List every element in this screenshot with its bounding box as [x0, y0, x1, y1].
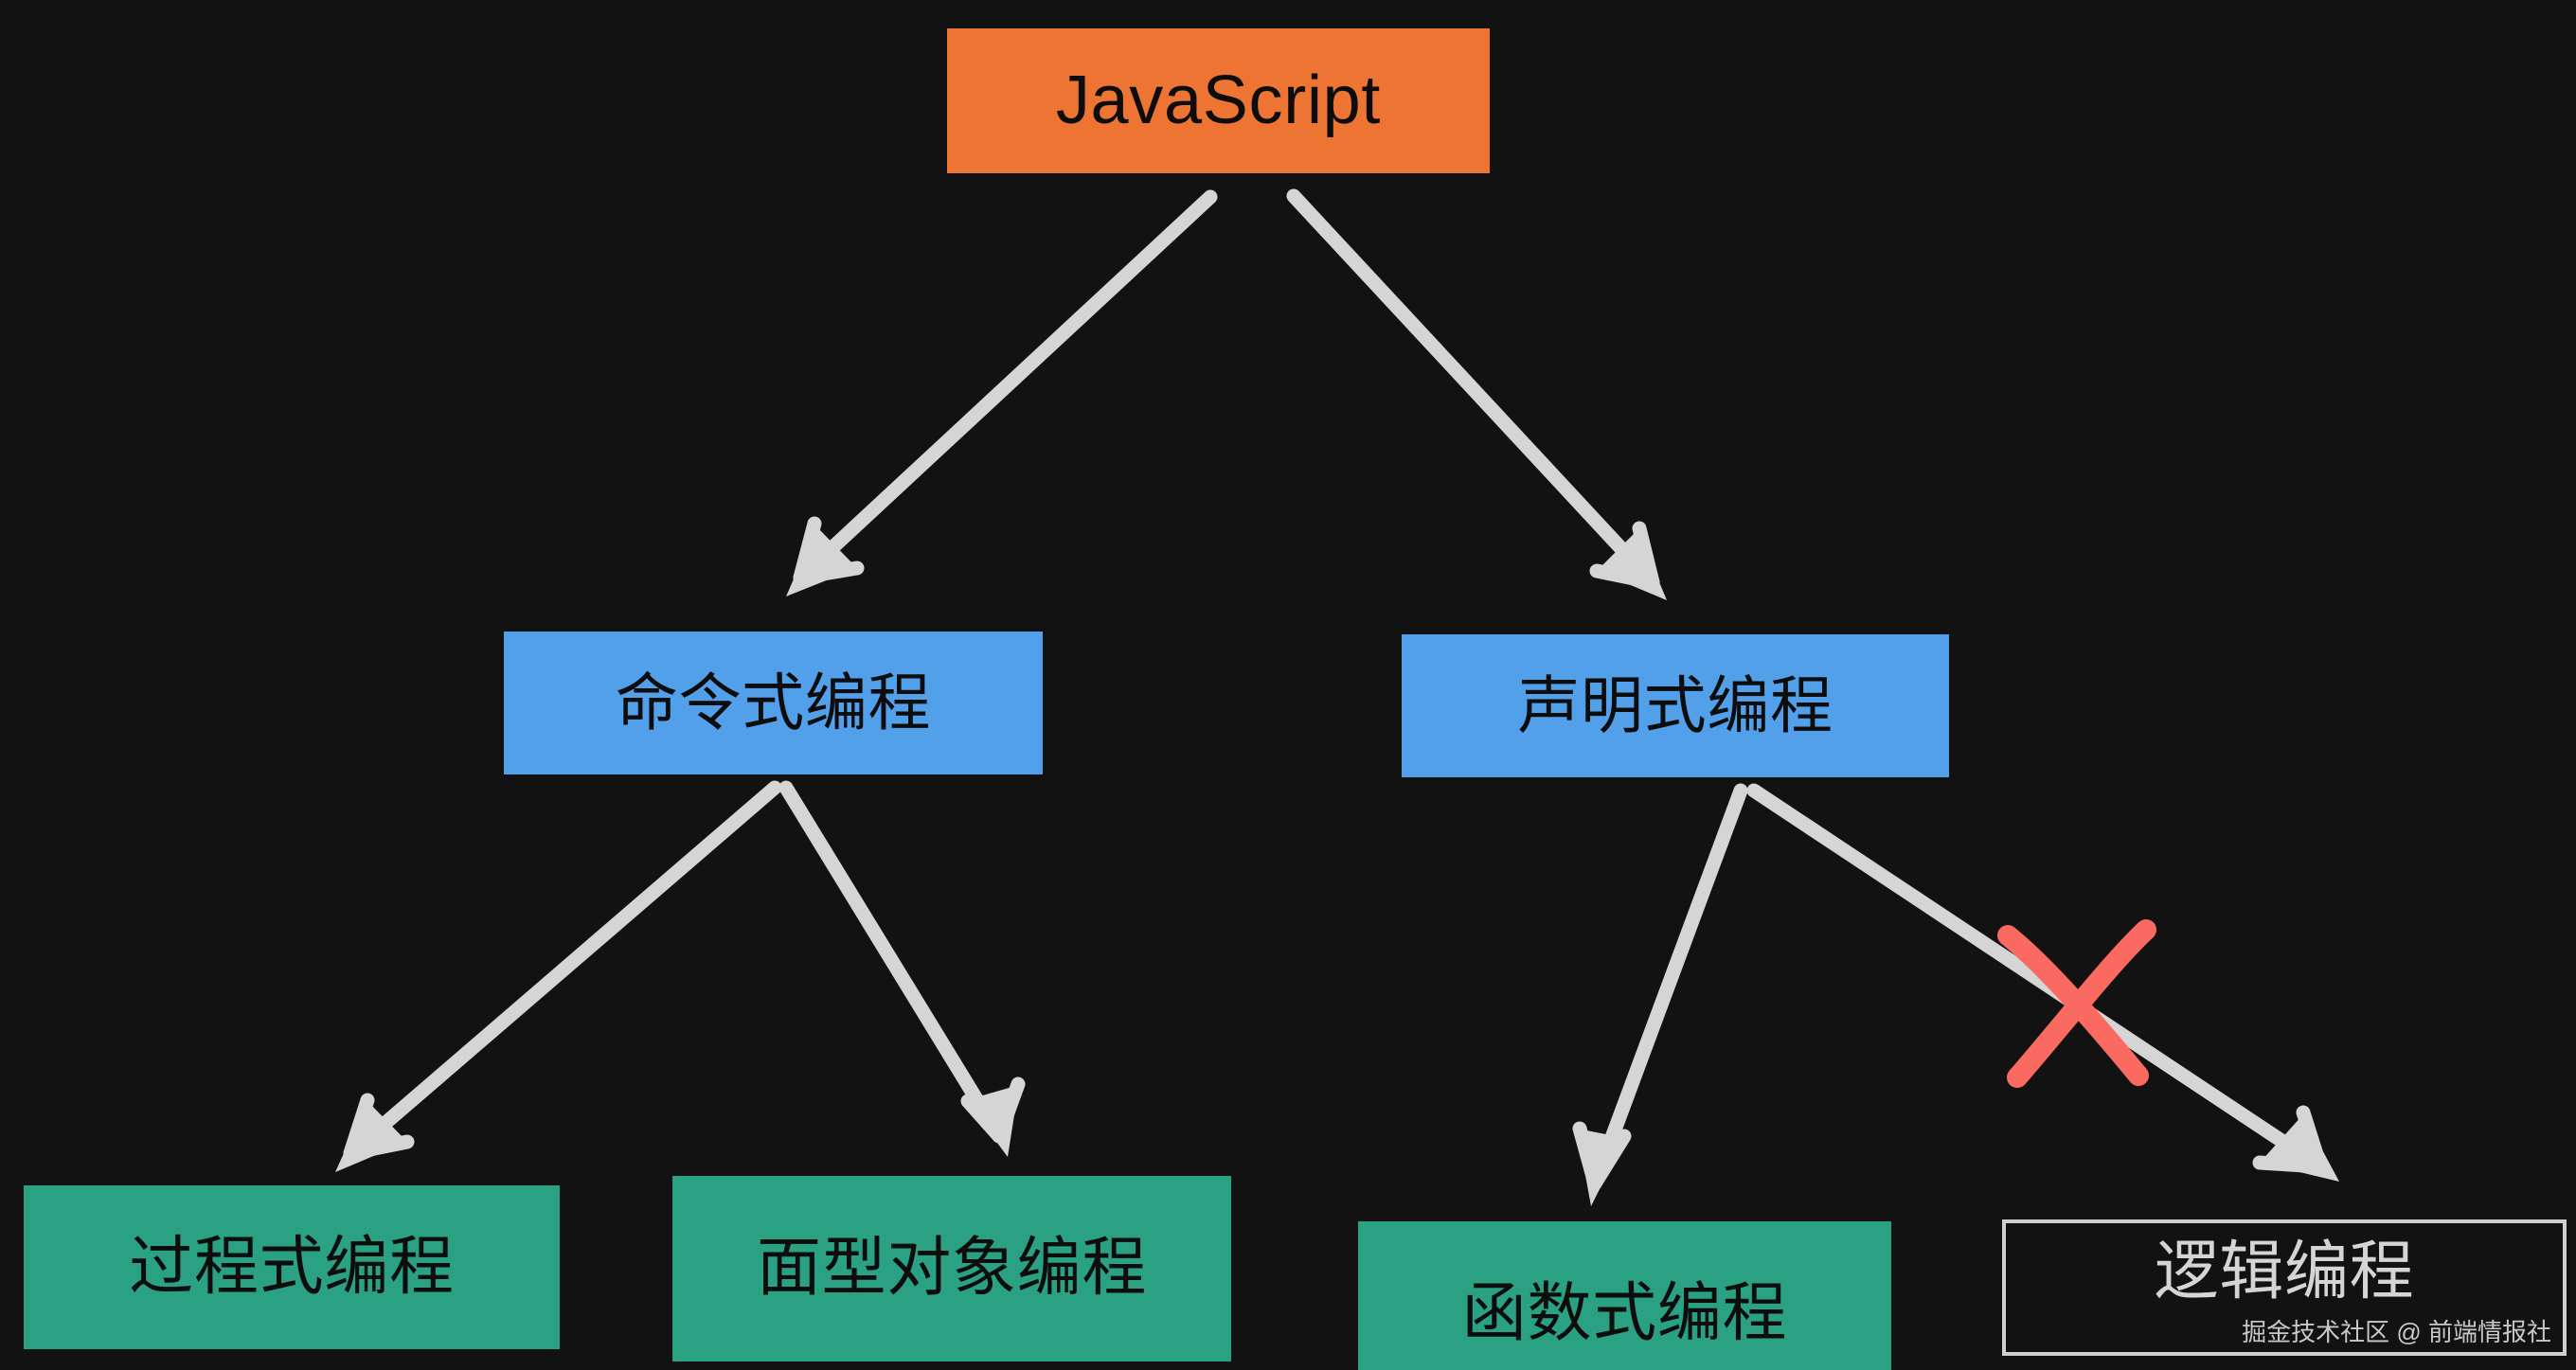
node-imperative-programming-label: 命令式编程: [615, 667, 932, 738]
node-logic-programming[interactable]: 逻辑编程: [2002, 1219, 2567, 1356]
edge-root-to-imperative: [786, 189, 1218, 596]
edge-root-to-declarative: [1286, 188, 1667, 600]
node-javascript[interactable]: JavaScript: [947, 28, 1490, 173]
node-imperative-programming[interactable]: 命令式编程: [504, 632, 1043, 774]
node-declarative-programming[interactable]: 声明式编程: [1402, 634, 1949, 777]
node-procedural-programming[interactable]: 过程式编程: [24, 1185, 560, 1349]
node-functional-programming-label: 函数式编程: [1461, 1277, 1788, 1350]
node-functional-programming[interactable]: 函数式编程: [1358, 1221, 1891, 1370]
edge-declarative-to-functional: [1572, 783, 1748, 1206]
edge-imperative-to-procedural: [335, 780, 782, 1172]
node-object-oriented-programming[interactable]: 面型对象编程: [672, 1176, 1231, 1361]
node-declarative-programming-label: 声明式编程: [1517, 669, 1834, 740]
node-object-oriented-programming-label: 面型对象编程: [756, 1232, 1148, 1305]
node-logic-programming-label: 逻辑编程: [2154, 1236, 2415, 1308]
edge-declarative-to-logic: [1746, 783, 2339, 1182]
edge-imperative-to-oop: [778, 780, 1026, 1157]
red-cross-strike-icon: [1997, 919, 2156, 1088]
node-javascript-label: JavaScript: [1055, 62, 1382, 138]
node-procedural-programming-label: 过程式编程: [129, 1230, 455, 1303]
